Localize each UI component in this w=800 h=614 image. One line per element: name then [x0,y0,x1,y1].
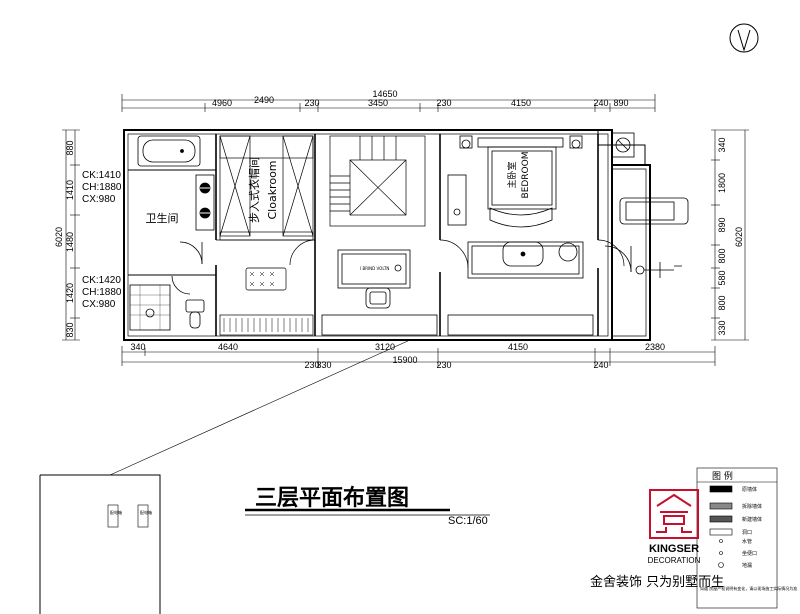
legend-item-7: 地漏 [742,562,752,569]
ceiling-spec-2-cx: CX:980 [82,299,116,310]
panel-a-label: 配电箱 [110,509,122,515]
bottom-dim-3: 3120 [375,342,395,352]
top-dim-7: 240 [593,98,608,108]
bottom-sub-dim-3: 230 [436,360,451,370]
study-desk [321,249,438,336]
bottom-dim-4: 4150 [508,342,528,352]
legend-item-5: 水管 [742,538,752,545]
legend-item-1: 原墙体 [742,486,757,493]
legend-box [696,467,778,609]
left-total-dim: 6020 [54,227,64,247]
ceiling-spec-2-ch: CH:1880 [82,287,122,298]
bedroom-cn-label: 主卧室 [506,161,518,188]
legend-title: 图 例 [712,470,733,482]
ceiling-spec-2-ck: CK:1420 [82,275,121,286]
ceiling-spec-1-ck: CK:1410 [82,170,121,181]
drawing-scale: SC:1/60 [448,515,488,527]
kingser-logo [649,489,699,539]
top-dim-4: 3450 [368,98,388,108]
bedroom-en-label: BEDROOM [521,152,531,199]
legend-note: 如遇 房屋产权说明有变化，请以现场施工实际情况为准 [700,585,797,591]
north-arrow-icon [729,23,759,53]
top-dim-1: 4960 [212,98,232,108]
cloakroom-island-pattern [223,271,309,332]
doors [289,239,625,269]
bottom-sub-dim-4: 240 [593,360,608,370]
right-dim-1: 340 [717,137,727,152]
top-total-dim: 14650 [372,89,397,99]
cloakroom-wardrobes [219,135,314,336]
left-dim-2: 1410 [65,180,75,200]
bottom-sub-dim-1: 230 [304,360,319,370]
legend-item-4: 洞口 [742,529,752,536]
top-dim-5: 230 [436,98,451,108]
top-dim-3: 230 [304,98,319,108]
bathroom-fixtures [129,135,215,331]
master-bedroom-furniture [447,135,594,336]
brand-name: KINGSER [649,543,699,555]
left-dim-5: 830 [65,322,75,337]
bottom-sub-dim-2: 330 [316,360,331,370]
drawing-title: 三层平面布置图 [255,485,409,511]
right-dim-7: 330 [717,320,727,335]
top-dim-6: 4150 [511,98,531,108]
outer-walls [123,129,651,341]
right-total-dim: 6020 [734,227,744,247]
top-dimension-lines [121,94,656,112]
ceiling-spec-1-ch: CH:1880 [82,182,122,193]
right-dim-2: 1800 [717,173,727,193]
left-dim-3: 1480 [65,232,75,252]
cloakroom-cn-label: 步入式衣帽间 [247,157,261,223]
bottom-dim-5: 2380 [645,342,665,352]
top-dim-2: 2490 [254,95,274,105]
legend-item-2: 拆除墙体 [742,503,762,510]
left-dimension-lines [62,129,80,341]
right-dim-4: 800 [717,248,727,263]
panel-b-label: 配电箱 [140,509,152,515]
bottom-dim-1: 340 [130,342,145,352]
bathroom-tile-grid [130,285,170,330]
brand-sub: DECORATION [648,556,701,565]
cloakroom-en-label: Cloakroom [266,160,279,219]
left-dim-1: 880 [65,140,75,155]
right-dim-6: 800 [717,295,727,310]
legend-item-3: 新建墙体 [742,516,762,523]
electrical-panel-detail [39,474,161,614]
ceiling-spec-1-cx: CX:980 [82,194,116,205]
legend-item-6: 坐便口 [742,550,757,557]
detail-leader-line [109,339,411,476]
stairwell [329,135,426,227]
bathroom-label: 卫生间 [146,211,179,225]
annex-fixtures [604,132,689,278]
right-dim-5: 580 [717,270,727,285]
bottom-total-dim: 15900 [392,355,417,365]
brand-slogan: 金舍装饰 只为别墅而生 [590,574,724,590]
top-dim-8: 890 [613,98,628,108]
desk-label: I BRIND VOLTN [360,266,389,271]
bottom-dim-2: 4640 [218,342,238,352]
left-dim-4: 1420 [65,283,75,303]
bottom-dimension-lines [121,346,716,366]
right-dimension-lines [711,129,749,341]
right-dim-3: 890 [717,217,727,232]
